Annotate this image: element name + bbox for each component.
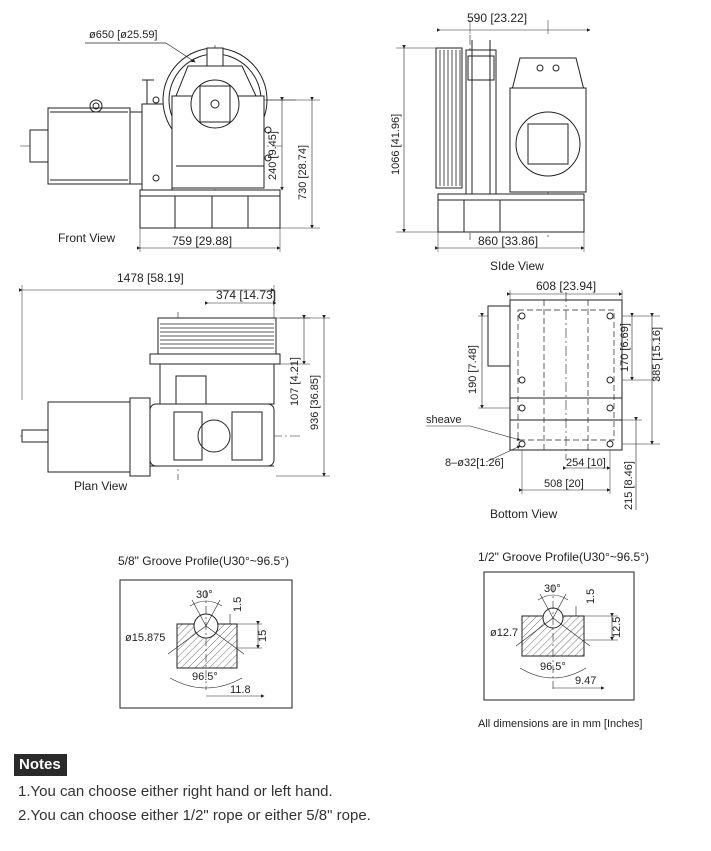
bottom-view <box>426 290 660 510</box>
groove-58-angle-top: 30° <box>196 589 213 601</box>
plan-view <box>19 285 330 480</box>
front-view <box>20 42 320 252</box>
groove-12-profile <box>483 571 635 701</box>
front-view-label: Front View <box>58 231 115 245</box>
sheave-label: sheave <box>426 414 461 426</box>
groove-12-dim-9-47: 9.47 <box>575 675 596 687</box>
dim-608: 608 [23.94] <box>536 279 596 293</box>
dim-385: 385 [15.16] <box>651 327 663 382</box>
groove-12-title: 1/2" Groove Profile(U30°~96.5°) <box>478 550 649 564</box>
bottom-view-label: Bottom View <box>490 507 557 521</box>
dim-1066: 1066 [41.96] <box>390 114 402 175</box>
dim-190: 190 [7.48] <box>467 345 479 394</box>
note-item: 1.You can choose either right hand or le… <box>18 783 333 800</box>
dim-936: 936 [36.85] <box>309 375 321 430</box>
groove-12-angle-top: 30° <box>544 583 561 595</box>
dim-374: 374 [14.73] <box>216 288 276 302</box>
groove-58-title: 5/8" Groove Profile(U30°~96.5°) <box>118 554 289 568</box>
groove-58-dia: ø15.875 <box>125 632 165 644</box>
dim-170: 170 [6.69] <box>619 323 631 372</box>
side-view <box>396 20 591 252</box>
groove-58-dim-15: 15 <box>257 630 269 642</box>
groove-58-angle-bottom: 96.5° <box>192 671 218 683</box>
dim-240: 240 [9.45] <box>267 131 279 180</box>
note-item: 2.You can choose either 1/2" rope or eit… <box>18 807 371 824</box>
groove-12-dim-1-5: 1.5 <box>585 589 597 604</box>
plan-view-label: Plan View <box>74 479 127 493</box>
units-note: All dimensions are in mm [Inches] <box>478 718 642 730</box>
holes-label: 8–ø32[1.26] <box>445 457 504 469</box>
groove-58-dim-1-5: 1.5 <box>232 597 244 612</box>
dim-590: 590 [23.22] <box>467 11 527 25</box>
groove-58-profile <box>119 579 293 709</box>
dim-1478: 1478 [58.19] <box>117 271 184 285</box>
dim-759: 759 [29.88] <box>172 234 232 248</box>
groove-12-dia: ø12.7 <box>490 627 518 639</box>
technical-drawing: ø650 [ø25.59] 240 [9.45] 730 [28.74] 759… <box>19 11 663 730</box>
dim-730: 730 [28.74] <box>297 145 309 200</box>
dim-215: 215 [8.46] <box>623 461 635 510</box>
groove-12-dim-12-5: 12.5 <box>611 617 623 638</box>
groove-58-dim-11-8: 11.8 <box>230 684 251 696</box>
dim-107: 107 [4.21] <box>289 357 301 406</box>
groove-12-angle-bottom: 96.5° <box>540 661 566 673</box>
dim-508: 508 [20] <box>544 478 584 490</box>
notes-title: Notes <box>14 754 67 776</box>
dim-254: 254 [10] <box>566 457 606 469</box>
dim-860: 860 [33.86] <box>478 234 538 248</box>
side-view-label: SIde View <box>490 259 544 273</box>
dim-sheave-diameter: ø650 [ø25.59] <box>89 29 158 41</box>
